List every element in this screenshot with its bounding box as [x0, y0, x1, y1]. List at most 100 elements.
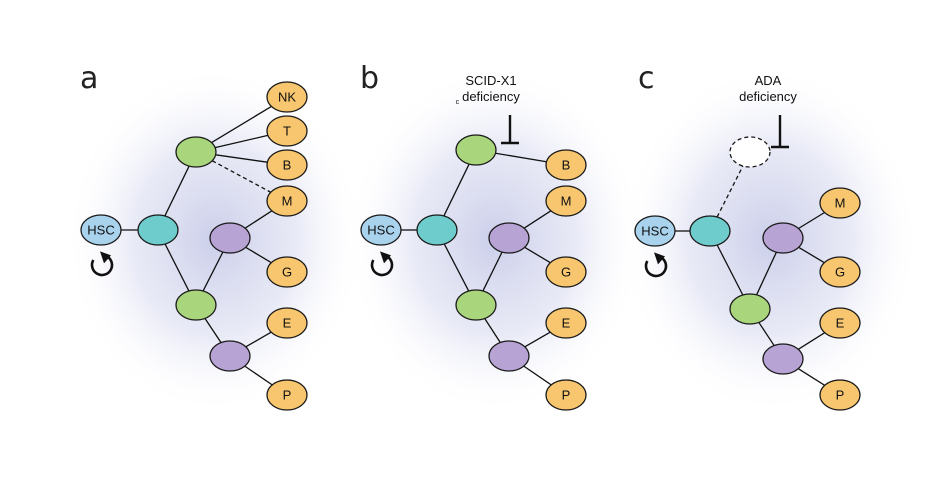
cell-node-g: G	[545, 256, 587, 288]
cell-ellipse	[137, 214, 179, 246]
cell-node-prog	[689, 215, 731, 247]
cell-node-e: E	[545, 307, 587, 339]
edge-prog-mep	[443, 243, 470, 292]
cell-ellipse	[488, 222, 530, 254]
cell-ellipse	[819, 307, 861, 339]
cell-label: HSC	[641, 224, 668, 239]
inhibitor-bar	[771, 115, 789, 149]
cell-ellipse	[545, 256, 587, 288]
cell-label: M	[282, 194, 293, 209]
cell-label: E	[283, 316, 292, 331]
cell-label: G	[282, 265, 292, 280]
edge-mye-mep	[482, 251, 503, 292]
edge-mep-ery	[484, 318, 501, 343]
nodes: HSC NK TB M G E P	[80, 81, 308, 411]
cell-ellipse	[416, 214, 458, 246]
edge-mep-ery	[758, 322, 775, 346]
edge-lym-t	[214, 134, 269, 149]
edge-mye-g	[524, 246, 551, 264]
cell-ellipse	[209, 340, 251, 372]
cell-ellipse	[819, 256, 861, 288]
cell-ellipse	[266, 115, 308, 147]
cell-node-e: E	[266, 307, 308, 339]
cell-label: E	[562, 316, 571, 331]
cell-node-hsc: HSC	[634, 215, 676, 247]
cell-ellipse	[762, 343, 804, 375]
edge-mye-g	[245, 246, 272, 264]
cell-node-prog	[137, 214, 179, 246]
cell-ellipse	[634, 215, 676, 247]
cell-node-m: M	[819, 187, 861, 219]
cell-ellipse	[545, 307, 587, 339]
cell-ellipse	[266, 185, 308, 217]
cell-ellipse	[729, 293, 771, 325]
edge-ery-e	[245, 331, 272, 348]
edge-prog-mep	[164, 243, 190, 292]
cell-node-p: P	[266, 379, 308, 411]
edge-lym-b	[495, 152, 547, 163]
edge-mep-ery	[204, 318, 222, 343]
edge-ery-p	[244, 365, 273, 386]
cell-ellipse	[360, 214, 402, 246]
cell-label: B	[283, 158, 292, 173]
deficiency-title: ADA	[755, 73, 782, 88]
cell-label: P	[836, 388, 845, 403]
deficiency-label: deficiency	[739, 89, 797, 104]
cell-node-nk: NK	[266, 81, 308, 113]
cell-ellipse	[689, 215, 731, 247]
edge-prog-mep	[716, 244, 744, 296]
self-renewal-arrow-icon	[370, 251, 394, 277]
cell-ellipse	[266, 81, 308, 113]
cell-ellipse	[175, 136, 217, 168]
cell-node-prog	[416, 214, 458, 246]
edge-ery-e	[524, 331, 551, 348]
edges	[401, 152, 552, 386]
cell-ellipse	[266, 256, 308, 288]
panel-letter: b	[360, 61, 379, 96]
cell-node-mye	[488, 222, 530, 254]
cell-ellipse	[455, 289, 497, 321]
inhibitor-bar	[501, 115, 519, 145]
edge-ery-p	[797, 368, 826, 386]
cell-label: P	[562, 388, 571, 403]
cell-node-t: T	[266, 115, 308, 147]
cell-node-ery	[209, 340, 251, 372]
cell-ellipse	[455, 134, 497, 166]
edge-prog-lym	[716, 165, 744, 218]
cell-node-hsc: HSC	[80, 214, 122, 246]
edge-mye-m	[523, 210, 552, 229]
edge-mye-mep	[202, 251, 224, 292]
cell-ellipse	[175, 289, 217, 321]
edges	[675, 165, 826, 386]
cell-ellipse	[488, 340, 530, 372]
cell-node-lym	[175, 136, 217, 168]
edge-ery-e	[797, 332, 826, 350]
cell-node-lym	[455, 134, 497, 166]
cell-node-p: P	[545, 379, 587, 411]
cell-label: NK	[278, 90, 296, 105]
cell-node-b: B	[266, 149, 308, 181]
cell-label: HSC	[367, 223, 394, 238]
cell-ellipse	[266, 149, 308, 181]
panel-letter: a	[80, 61, 98, 96]
cell-ellipse	[762, 222, 804, 254]
deficiency-prefix: c	[456, 99, 460, 106]
cell-ellipse	[729, 136, 771, 168]
cell-label: G	[835, 265, 845, 280]
cell-ellipse	[266, 379, 308, 411]
panel-letter: c	[638, 61, 655, 96]
deficiency-label: deficiency	[462, 89, 520, 104]
edge-prog-lym	[164, 165, 190, 217]
edges	[121, 105, 273, 386]
cell-node-mep	[455, 289, 497, 321]
cell-node-ery	[762, 343, 804, 375]
cell-ellipse	[80, 214, 122, 246]
cell-label: M	[561, 194, 572, 209]
